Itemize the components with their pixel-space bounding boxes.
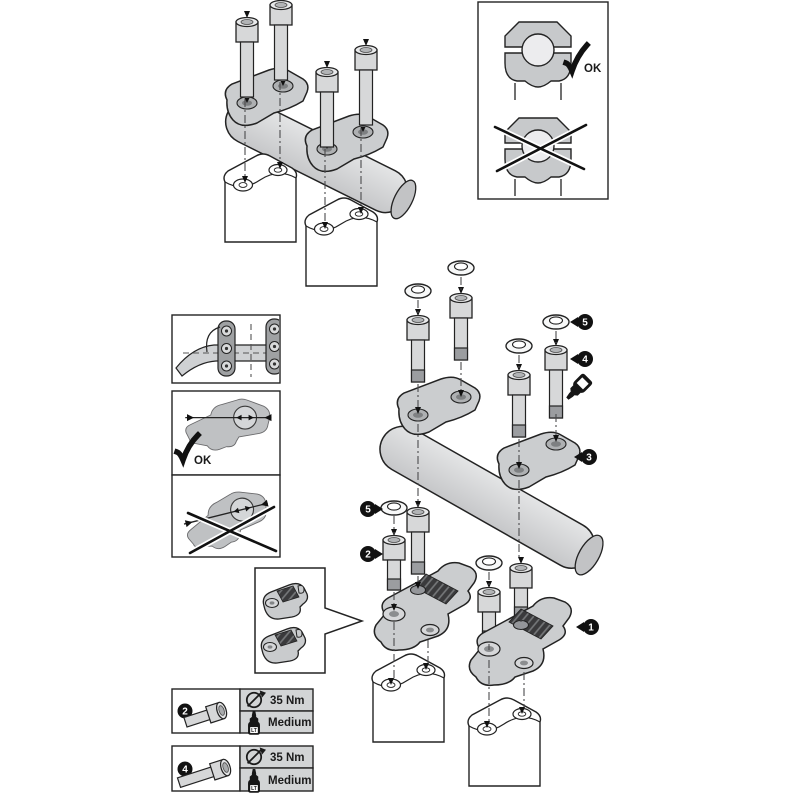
socket-bolt-long <box>544 338 568 419</box>
svg-text:LT: LT <box>251 728 258 734</box>
cover-cap <box>475 555 503 571</box>
svg-text:4: 4 <box>582 355 588 366</box>
cover-cap <box>505 338 533 354</box>
exploded-view: 5 4 3 5 2 1 <box>360 260 604 787</box>
socket-bolt-long <box>406 500 430 575</box>
check-icon <box>562 41 591 79</box>
ok-label: OK <box>584 63 602 75</box>
lower-mount-left <box>223 153 298 243</box>
torque-spec-box-item2: 2 35 Nm LT Medium <box>171 688 314 735</box>
svg-text:4: 4 <box>182 765 188 776</box>
socket-bolt <box>269 0 293 81</box>
socket-bolt-long <box>406 308 430 383</box>
handlebar-clamp-left <box>396 376 481 436</box>
socket-bolt-long <box>449 286 473 361</box>
panel-riser-alignment-correct: OK <box>171 390 281 476</box>
top-clamp-left <box>224 67 309 127</box>
threadlocker-bottle-icon: LT <box>248 768 260 793</box>
socket-bolt-long <box>507 363 531 438</box>
callout-4: 4 <box>570 351 593 367</box>
panel-handlebar-top-view <box>171 314 281 384</box>
callout-3: 3 <box>574 449 597 465</box>
lower-mount-left <box>371 653 446 743</box>
callout-2: 2 <box>360 546 383 562</box>
handlebar-clamp-right <box>496 431 581 491</box>
cover-cap <box>447 260 475 276</box>
threadlocker-bottle-icon: LT <box>248 710 260 735</box>
socket-bolt <box>354 38 378 126</box>
riser-block-right <box>468 596 572 687</box>
handlebar-tube <box>379 425 604 576</box>
clamp-pair-top-view <box>217 318 279 377</box>
svg-text:2: 2 <box>365 550 371 561</box>
center-lines <box>388 277 559 728</box>
clamp-cross-section-correct: OK <box>504 21 602 101</box>
threadlocker-value: Medium <box>268 775 311 787</box>
short-bolt-icon <box>183 701 228 728</box>
leader-line <box>205 326 221 353</box>
svg-text:LT: LT <box>251 786 258 792</box>
lower-mount-right <box>304 197 379 287</box>
svg-text:5: 5 <box>582 318 588 329</box>
long-bolt-icon <box>176 758 232 789</box>
detail-callout-bubble <box>254 567 365 674</box>
item-badge: 2 <box>177 703 193 719</box>
callout-5-lower: 5 <box>360 501 383 517</box>
glue-bottle-icon <box>562 372 594 404</box>
torque-spec-box-item4: 4 35 Nm LT Medium <box>171 745 314 793</box>
callout-1: 1 <box>576 619 599 635</box>
cross-icon <box>185 504 279 556</box>
check-icon <box>173 431 202 468</box>
clamp-cross-section-wrong <box>492 117 589 197</box>
riser-block-left <box>373 561 477 652</box>
lower-mount-right <box>467 697 542 787</box>
panel-riser-alignment-wrong <box>171 474 281 558</box>
center-lines <box>242 82 364 229</box>
svg-text:5: 5 <box>365 505 371 516</box>
svg-text:3: 3 <box>586 453 592 464</box>
threadlocker-value: Medium <box>268 717 311 729</box>
panel-clamp-orientation: OK <box>477 1 609 200</box>
assembled-overview-illustration <box>223 0 417 287</box>
torque-value: 35 Nm <box>270 695 305 707</box>
svg-text:1: 1 <box>588 623 594 634</box>
callout-5-upper: 5 <box>570 314 593 330</box>
clamp-hole <box>316 125 374 156</box>
cover-cap <box>542 314 570 330</box>
cover-cap <box>380 500 408 516</box>
ok-label: OK <box>194 455 212 467</box>
svg-text:2: 2 <box>182 707 188 718</box>
item-badge: 4 <box>177 761 193 777</box>
torque-value: 35 Nm <box>270 752 305 764</box>
cross-icon <box>492 122 589 174</box>
cover-cap <box>404 283 432 299</box>
socket-bolt-short <box>382 528 406 591</box>
